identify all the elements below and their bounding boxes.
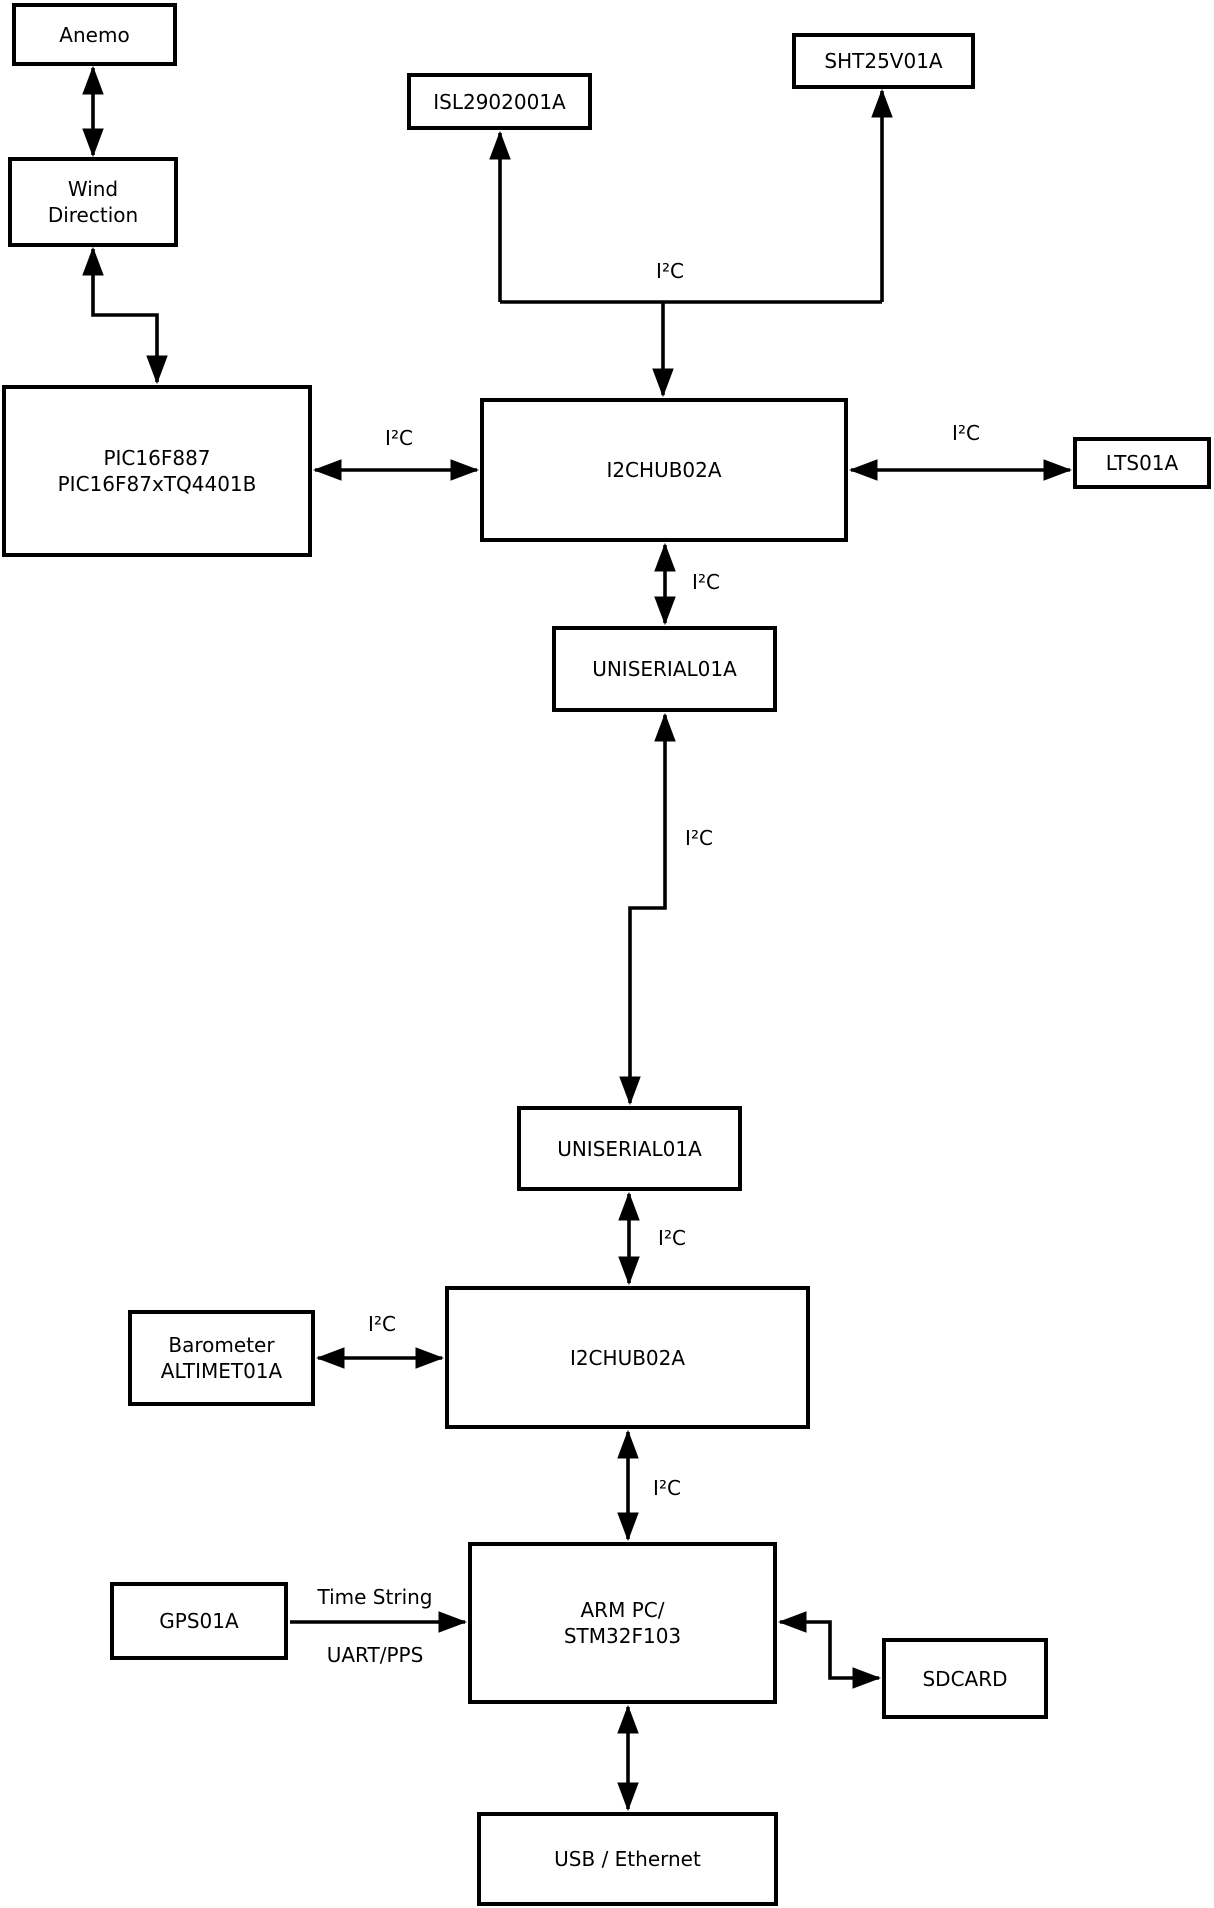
node-isl2902001a-label: ISL2902001A [433, 89, 566, 114]
node-i2chub02a-2: I2CHUB02A [445, 1286, 810, 1429]
edge-label-i2c-pic-hub1: I²C [385, 426, 413, 450]
node-arm-pc-stm32f103-label: ARM PC/ STM32F103 [563, 1598, 682, 1648]
node-sdcard-label: SDCARD [922, 1666, 1008, 1691]
node-barometer-altimet01a-label: Barometer ALTIMET01A [160, 1333, 283, 1383]
node-arm-pc-stm32f103: ARM PC/ STM32F103 [468, 1542, 777, 1704]
node-usb-ethernet: USB / Ethernet [477, 1812, 778, 1906]
edge-label-time-string: Time String [317, 1585, 433, 1609]
node-uniserial01a-2: UNISERIAL01A [517, 1106, 742, 1191]
node-pic16f887-label: PIC16F887 PIC16F87xTQ4401B [57, 446, 257, 496]
edge-label-i2c-uniserial1-uniserial2: I²C [685, 826, 713, 850]
node-anemo: Anemo [12, 3, 177, 66]
edge-arm-sdcard [777, 1611, 882, 1689]
node-lts01a-label: LTS01A [1105, 451, 1179, 475]
node-usb-ethernet-label: USB / Ethernet [554, 1847, 701, 1871]
edge-label-i2c-hub1-lts: I²C [952, 421, 980, 445]
node-gps01a: GPS01A [110, 1582, 288, 1660]
node-i2chub02a-2-label: I2CHUB02A [569, 1345, 686, 1370]
node-pic16f887: PIC16F887 PIC16F87xTQ4401B [2, 385, 312, 557]
edge-label-i2c-bus-top: I²C [656, 259, 684, 283]
node-wind-direction-label: Wind Direction [47, 177, 139, 227]
node-i2chub02a-1: I2CHUB02A [480, 398, 848, 542]
edge-label-i2c-barometer-hub2: I²C [368, 1312, 396, 1336]
edge-uniserial1-uniserial2 [619, 712, 676, 1106]
node-gps01a-label: GPS01A [159, 1609, 239, 1633]
node-uniserial01a-2-label: UNISERIAL01A [557, 1136, 702, 1161]
node-sht25v01a: SHT25V01A [792, 33, 975, 89]
node-lts01a: LTS01A [1073, 437, 1211, 489]
edge-label-i2c-uniserial2-hub2: I²C [658, 1226, 686, 1250]
node-wind-direction: Wind Direction [8, 157, 178, 247]
node-anemo-label: Anemo [59, 22, 130, 47]
node-uniserial01a-1-label: UNISERIAL01A [592, 657, 737, 681]
node-sdcard: SDCARD [882, 1638, 1048, 1719]
node-uniserial01a-1: UNISERIAL01A [552, 626, 777, 712]
node-i2chub02a-1-label: I2CHUB02A [606, 458, 722, 482]
edge-label-i2c-hub2-arm: I²C [653, 1476, 681, 1500]
node-sht25v01a-label: SHT25V01A [824, 49, 943, 73]
edge-label-uart-pps: UART/PPS [326, 1643, 424, 1667]
edge-label-i2c-hub1-uniserial1: I²C [692, 570, 720, 594]
node-barometer-altimet01a: Barometer ALTIMET01A [128, 1310, 315, 1406]
edge-winddirection-pic [82, 246, 168, 385]
node-isl2902001a: ISL2902001A [407, 73, 592, 130]
